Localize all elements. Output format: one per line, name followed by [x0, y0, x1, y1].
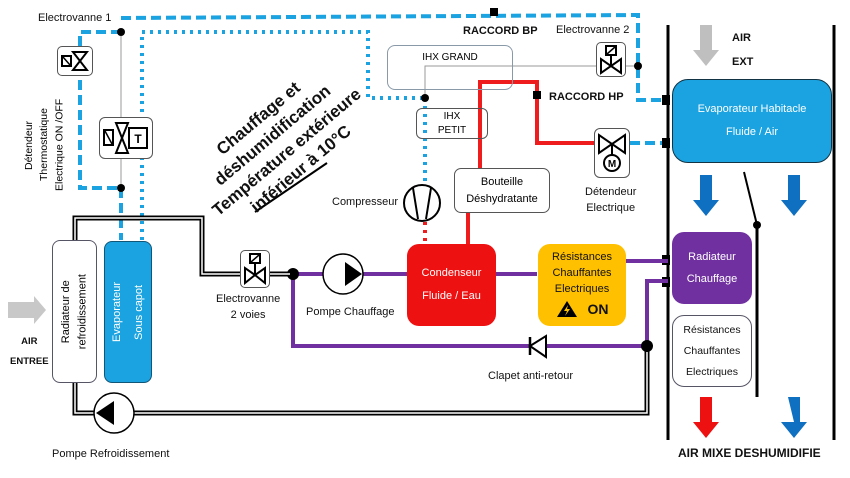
ihx-grand-box[interactable]: IHX GRAND: [387, 45, 513, 90]
condenseur-label-2: Fluide / Eau: [422, 290, 481, 302]
resistances-chauffantes-duct[interactable]: Résistances Chauffantes Electriques: [672, 315, 752, 387]
air-entree-line-2: ENTREE: [10, 355, 49, 367]
bouteille-label-1: Bouteille: [480, 176, 524, 188]
cold-air-arrow-left: [693, 175, 719, 216]
detendeur-electrique-valve[interactable]: M: [594, 128, 630, 178]
air-ext-label: AIR EXT: [732, 27, 753, 74]
junction: [117, 184, 125, 192]
bouteille-deshydratante[interactable]: Bouteille Déshydratante: [454, 168, 550, 213]
resistances-box-label-3: Electriques: [686, 365, 738, 378]
refrigerant-line-suction: [140, 30, 427, 245]
clapet-label: Clapet anti-retour: [488, 370, 573, 382]
electrovanne1-valve[interactable]: [57, 46, 93, 76]
motor-symbol: M: [608, 159, 616, 170]
electrovanne2-valve[interactable]: [596, 42, 626, 77]
air-entree-arrow: [8, 296, 46, 324]
compresseur-label: Compresseur: [332, 196, 399, 208]
ihx-internal-line: [120, 32, 638, 188]
cooling-loop-inner: [74, 217, 648, 414]
raccord-bp-marker: [490, 8, 498, 16]
junction: [117, 28, 125, 36]
cold-air-arrow-right: [781, 175, 807, 216]
resistances-box-label-2: Chauffantes: [683, 344, 741, 357]
dehumidified-air-arrow: [781, 397, 807, 438]
detendeur-elec-line-1: Détendeur: [585, 186, 637, 198]
ihx-petit-label-2: PETIT: [437, 124, 467, 136]
electrovanne1-label: Electrovanne 1: [38, 12, 112, 24]
condenseur[interactable]: Condenseur Fluide / Eau: [407, 244, 496, 326]
evap-habitacle-label-1: Evaporateur Habitacle: [697, 102, 807, 115]
compressor-icon[interactable]: [403, 184, 441, 222]
detendeur-thermo-line-1: Détendeur: [23, 120, 35, 170]
air-entree-label: AIR ENTREE: [10, 332, 49, 372]
evap-capot-label: Evaporateur Sous capot: [106, 282, 150, 342]
motor-valve-icon: M: [598, 133, 626, 172]
evaporateur-habitacle[interactable]: Evaporateur Habitacle Fluide / Air: [672, 79, 832, 163]
radiateur-refroid-line-2: refroidissement: [76, 273, 89, 350]
check-valve-icon: [528, 334, 547, 359]
air-ext-line-2: EXT: [732, 55, 754, 68]
evaporateur-sous-capot[interactable]: Evaporateur Sous capot: [104, 241, 152, 383]
refrigerant-line-hp: [466, 80, 595, 245]
electrovanne-2voies-valve[interactable]: [240, 250, 270, 288]
bouteille-label-2: Déshydratante: [466, 192, 538, 205]
pompe-refroid-label: Pompe Refroidissement: [52, 448, 170, 460]
raccord-bp-label: RACCORD BP: [463, 25, 538, 37]
evap-habitacle-label-2: Fluide / Air: [726, 126, 778, 138]
radiateur-chauffage-label-1: Radiateur: [688, 251, 736, 263]
radiateur-refroid-label: Radiateur de refroidissement: [58, 274, 91, 349]
thermo-symbol: T: [134, 132, 142, 146]
electrovanne2-label: Electrovanne 2: [556, 24, 630, 36]
pump-chauffage-icon[interactable]: [322, 253, 364, 295]
radiateur-chauffage[interactable]: Radiateur Chauffage: [672, 232, 752, 304]
pompe-chauffage-label: Pompe Chauffage: [306, 306, 395, 318]
resistances-box-label-1: Résistances: [683, 323, 741, 336]
ihx-petit-label-1: IHX: [443, 110, 461, 122]
detendeur-thermo-line-2: Thermostatique: [38, 108, 51, 182]
ihx-grand-label: IHX GRAND: [422, 52, 478, 63]
resistances-label-3: Electriques: [554, 283, 610, 296]
raccord-hp-label: RACCORD HP: [549, 91, 624, 103]
flap-pivot: [753, 221, 761, 229]
air-mixe-label: AIR MIXE DESHUMIDIFIE: [678, 446, 821, 460]
evap-port-in: [662, 95, 670, 105]
evap-capot-line-1: Evaporateur: [111, 282, 123, 342]
air-ext-line-1: AIR: [732, 32, 751, 44]
detendeur-elec-line-2: Electrique: [586, 201, 636, 214]
evap-port-out: [662, 138, 670, 148]
resistances-status: ON: [587, 301, 609, 318]
solenoid-valve-icon: [61, 51, 89, 71]
electrovanne-2voies-line-1: Electrovanne: [216, 293, 281, 305]
thermostatic-valve-icon: T: [103, 122, 148, 154]
electrovanne-2voies-label: Electrovanne 2 voies: [216, 292, 280, 324]
resistances-label-2: Chauffantes: [552, 267, 612, 280]
solenoid-valve-icon: [600, 44, 622, 75]
resistances-label-1: Résistances: [552, 251, 612, 264]
radiateur-refroid-line-1: Radiateur de: [60, 280, 72, 343]
mixing-flap[interactable]: [743, 171, 758, 226]
detendeur-thermo-line-3: Electrique ON /OFF: [53, 98, 66, 192]
evap-capot-line-2: Sous capot: [133, 284, 145, 340]
condenseur-label-1: Condenseur: [421, 266, 482, 279]
hot-air-arrow: [693, 397, 719, 438]
detendeur-thermostatique-valve[interactable]: T: [99, 117, 153, 159]
refrigerant-line-bp: [78, 12, 668, 240]
raccord-hp-marker: [533, 91, 541, 99]
title-underline: [254, 162, 328, 213]
radiateur-chauffage-label-2: Chauffage: [686, 273, 738, 285]
ihx-petit-box[interactable]: IHX PETIT: [416, 108, 488, 139]
junction: [634, 62, 642, 70]
junction: [421, 94, 429, 102]
resistances-chauffantes-on[interactable]: Résistances Chauffantes Electriques ON: [538, 244, 626, 326]
solenoid-valve-icon: [244, 253, 266, 285]
pump-refroidissement-icon[interactable]: [93, 392, 135, 434]
electrovanne-2voies-line-2: 2 voies: [230, 308, 266, 321]
air-entree-line-1: AIR: [21, 336, 38, 347]
air-ext-arrow: [693, 25, 719, 66]
radiateur-refroidissement[interactable]: Radiateur de refroidissement: [52, 240, 97, 383]
high-voltage-warning-icon: [556, 301, 577, 318]
